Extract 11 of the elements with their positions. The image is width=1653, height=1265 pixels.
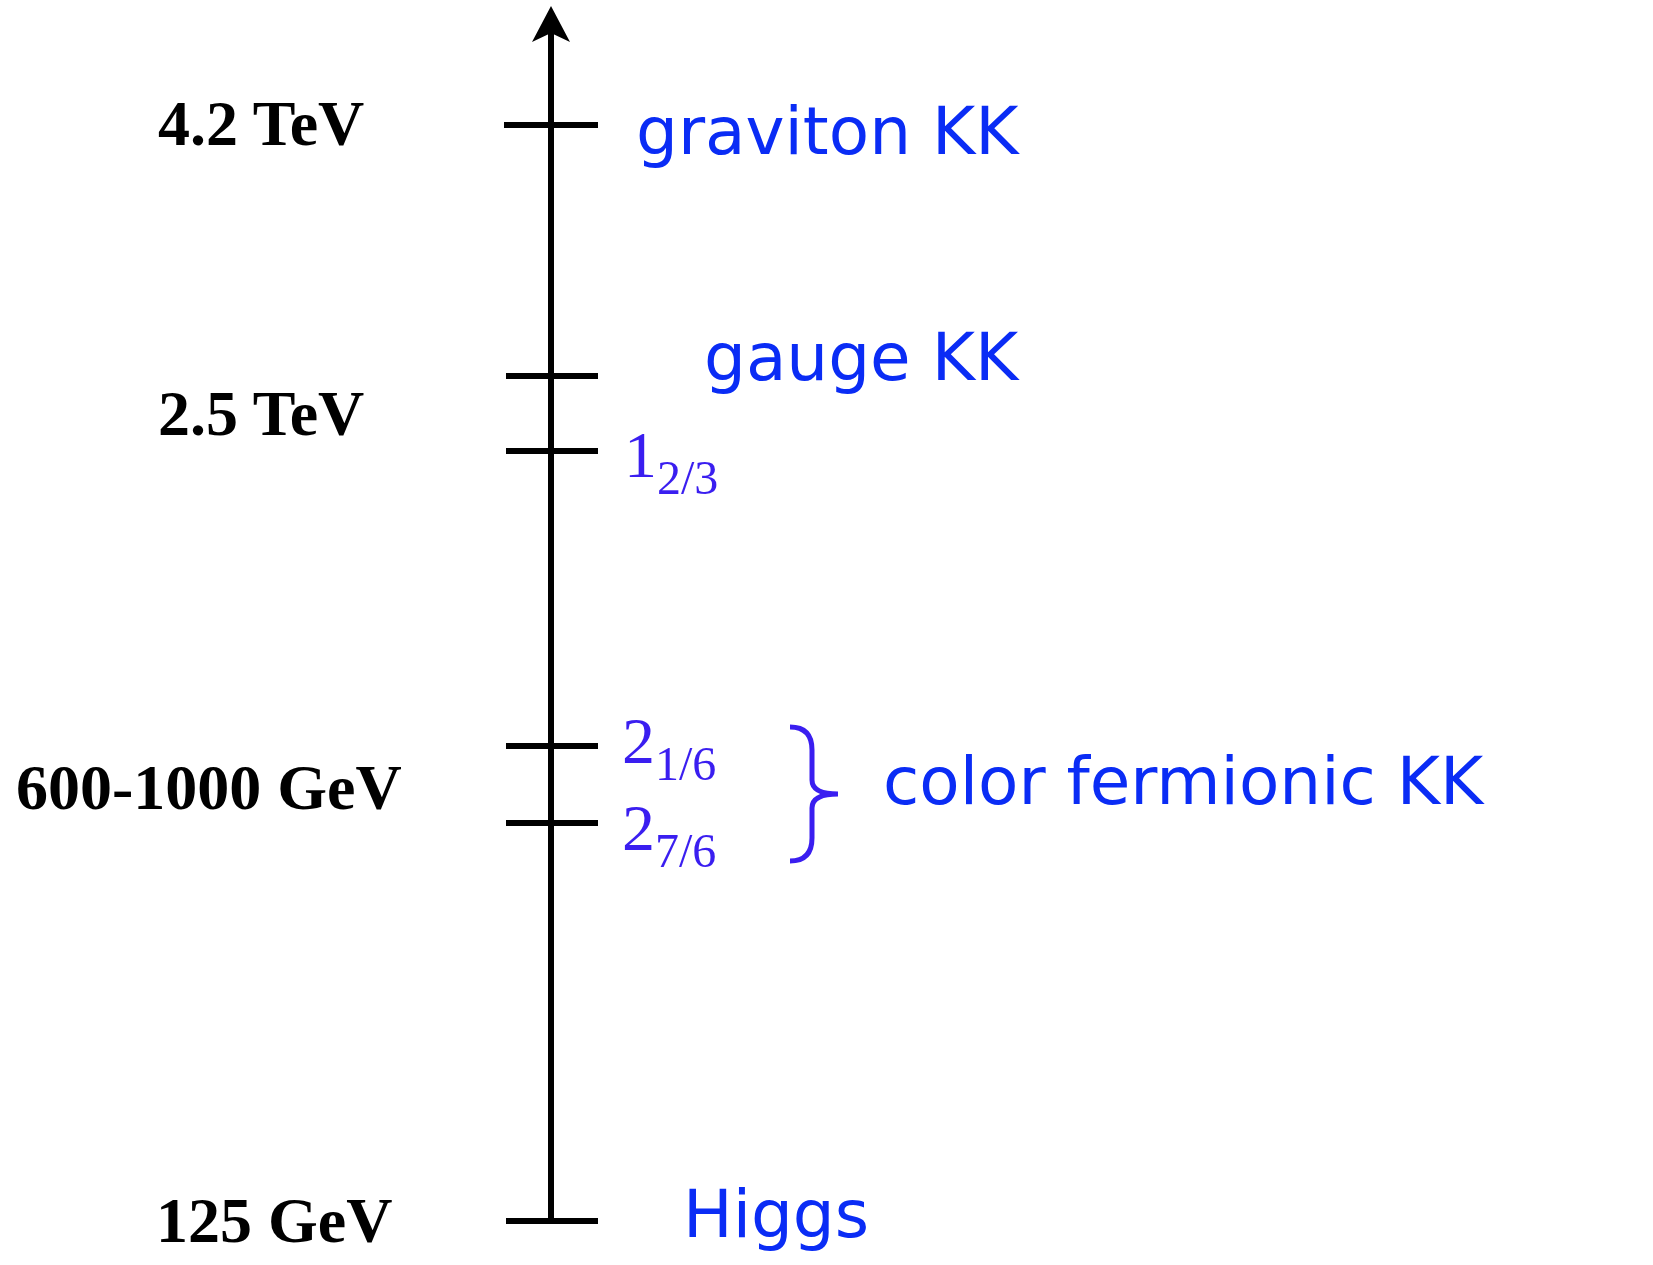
- particle-label: color fermionic KK: [883, 745, 1484, 819]
- representation-label: 1$_{2/3}$: [624, 419, 719, 505]
- representation-label: 2$_{1/6}$: [622, 705, 717, 791]
- particle-label: gauge KK: [704, 321, 1019, 395]
- energy-label: 4.2 TeV: [158, 88, 365, 160]
- particle-label: graviton KK: [636, 95, 1019, 169]
- energy-label: 125 GeV: [156, 1185, 393, 1257]
- energy-label: 600-1000 GeV: [16, 752, 402, 824]
- representation-label: 2$_{7/6}$: [622, 792, 717, 878]
- particle-label: Higgs: [683, 1178, 870, 1252]
- energy-label: 2.5 TeV: [158, 378, 365, 450]
